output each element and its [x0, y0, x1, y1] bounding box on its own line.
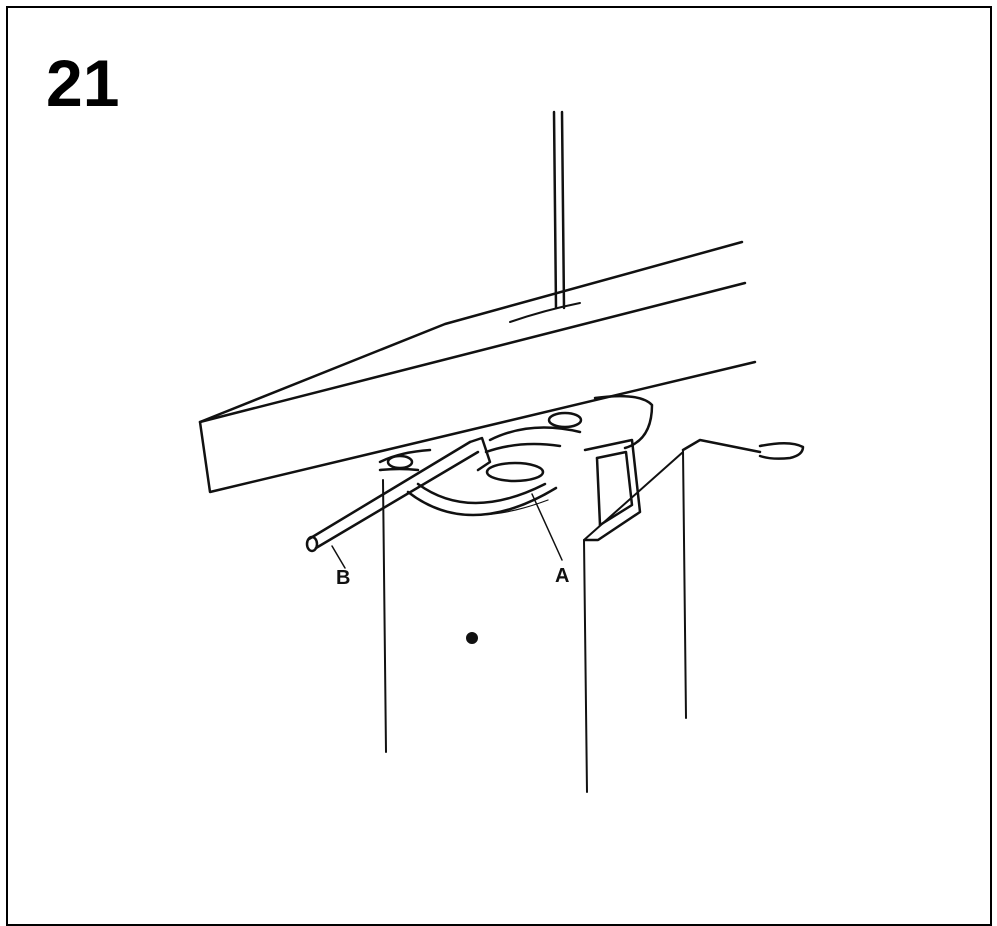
vertical-rod: [552, 110, 566, 310]
column: [382, 449, 687, 793]
figure-number: 21: [46, 46, 120, 120]
callout-label-a: A: [555, 565, 569, 587]
callout-leaders: [331, 493, 563, 569]
column-bolt: [466, 632, 478, 644]
swivel-ring: [378, 394, 654, 517]
leader-a: [531, 493, 563, 561]
arm: [198, 240, 757, 494]
callout-label-b: B: [336, 567, 350, 589]
lever: [305, 436, 492, 553]
technical-illustration: A B: [198, 110, 805, 793]
bracket: [583, 438, 805, 542]
leader-b: [331, 545, 346, 569]
